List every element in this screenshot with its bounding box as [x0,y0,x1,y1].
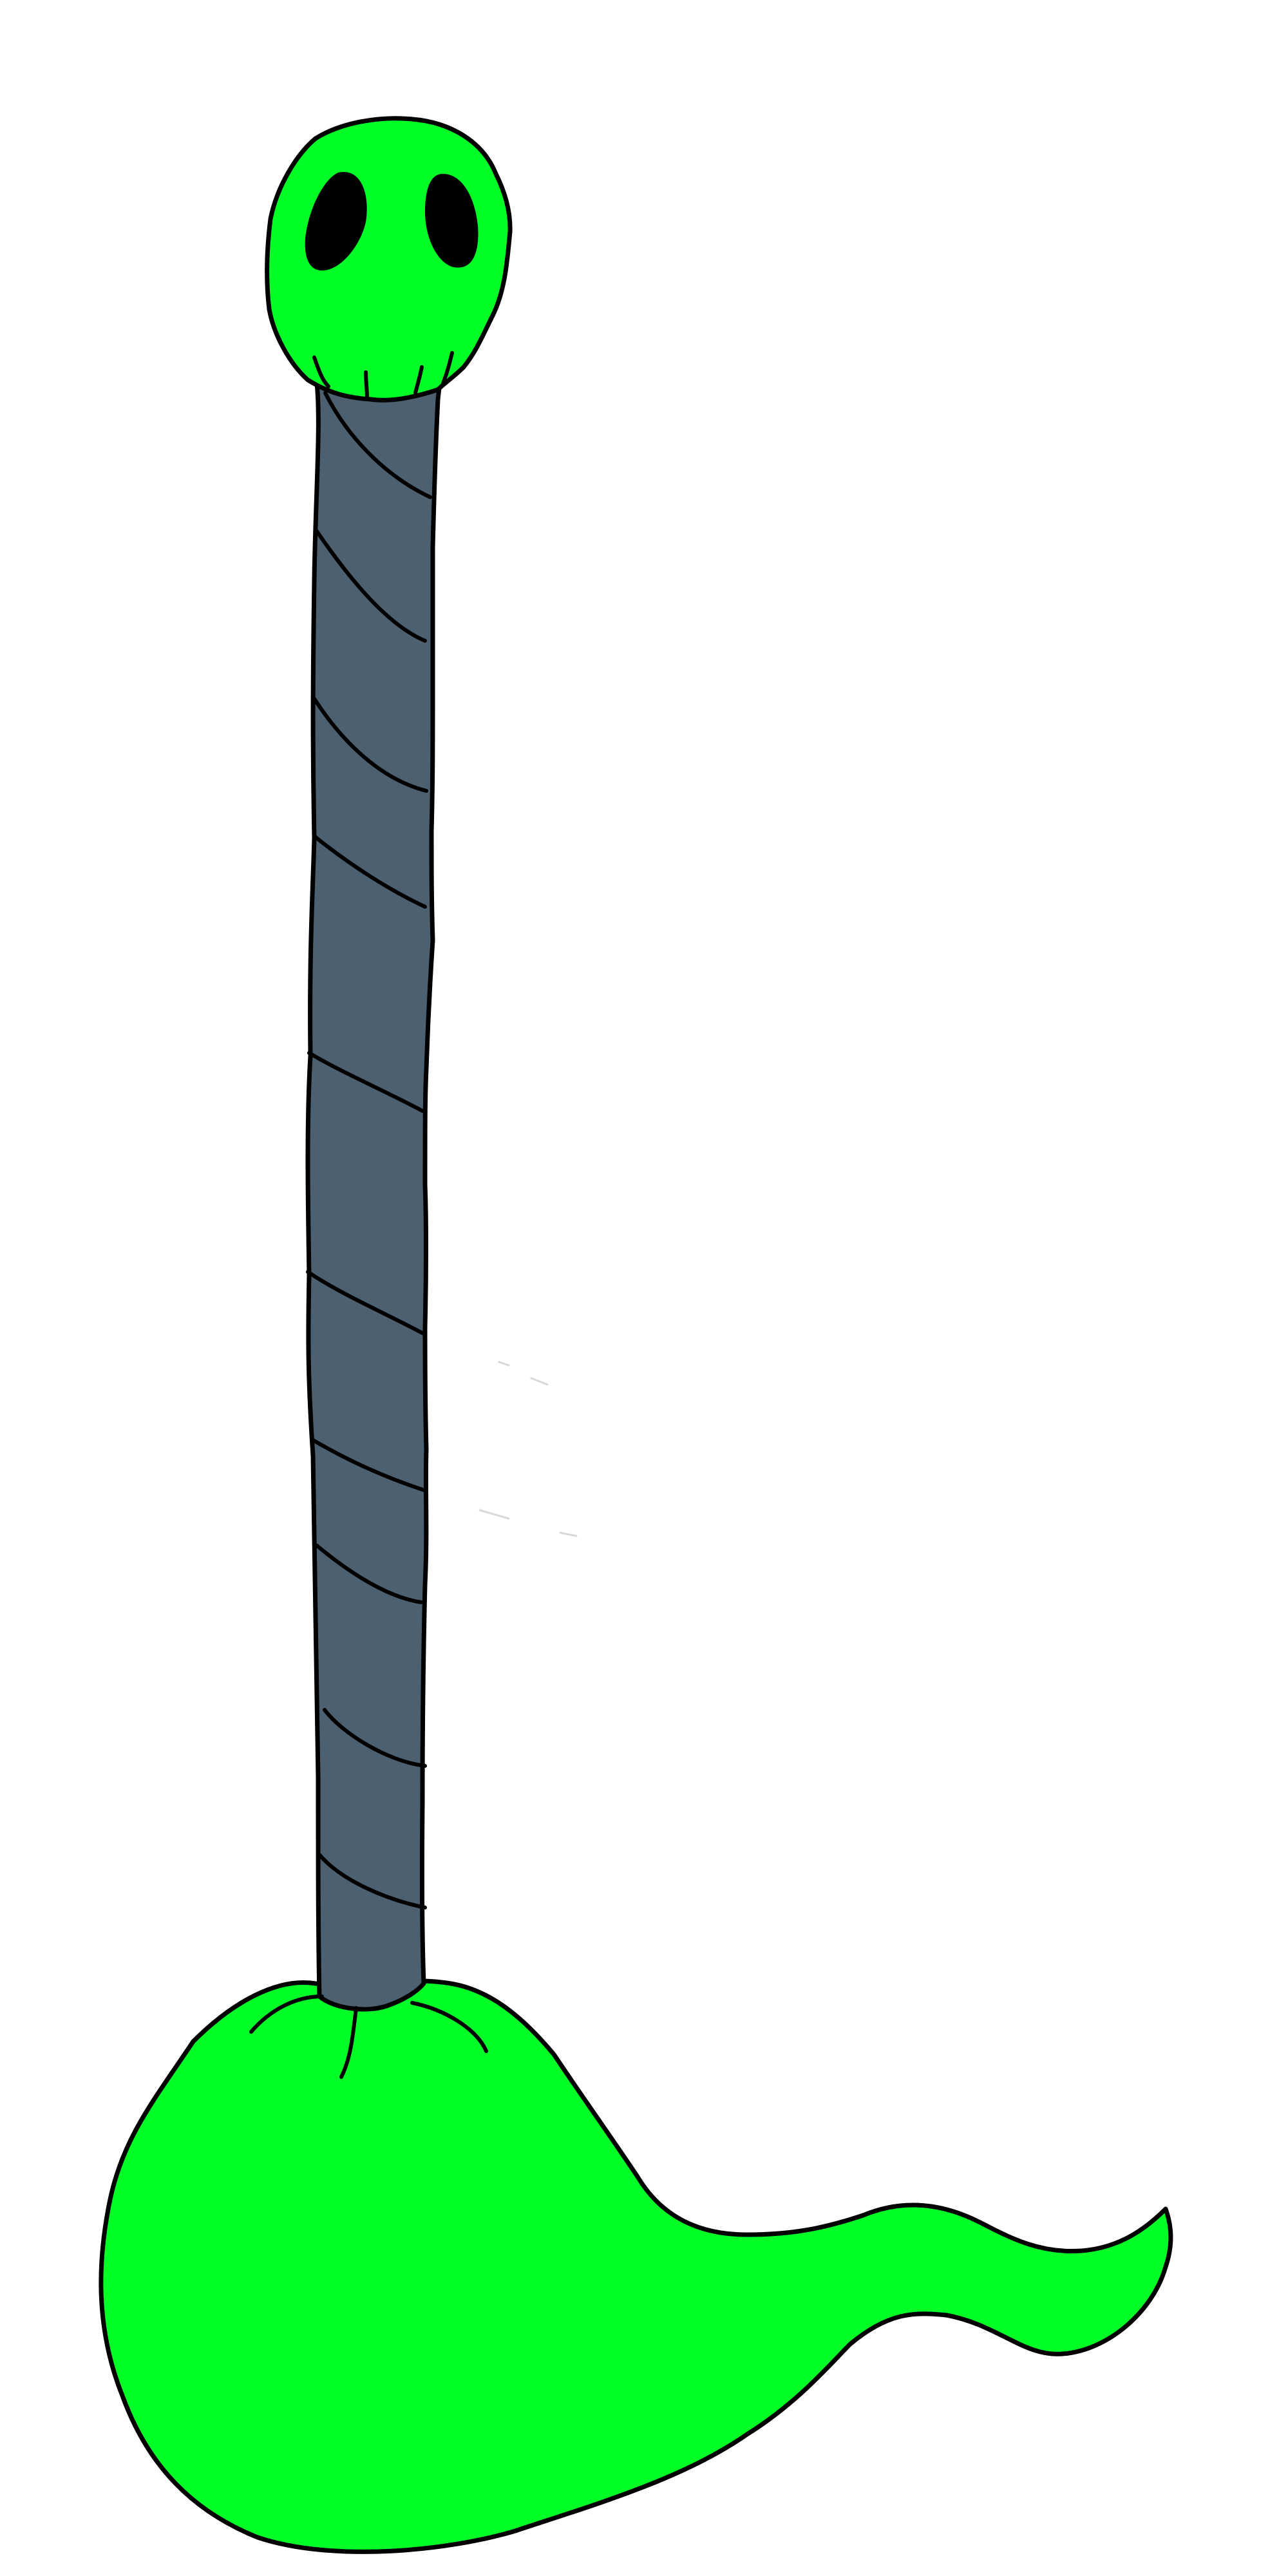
stripe [317,1853,427,1909]
tooth-line [364,370,369,400]
skull-head [265,116,513,402]
stripe [310,1437,428,1493]
tooth-line [441,351,454,385]
stripe [315,529,427,643]
eye-right-icon [425,173,478,268]
stripe [312,697,428,793]
tooth-line [312,355,330,388]
stalk-stripes [306,391,432,1909]
root-line [249,1994,324,2034]
stripe [306,1270,424,1335]
green-creature-figure [99,116,1173,2554]
stray-mark [530,1377,549,1386]
tooth-line [413,365,424,395]
root-line [339,2006,358,2079]
stripe [314,835,427,909]
stray-mark [498,1361,510,1367]
stripe [307,1051,424,1113]
stripe [323,391,432,499]
root-line [410,2001,488,2053]
stray-mark [559,1531,578,1537]
stripe [323,1708,427,1768]
stripe [315,1544,423,1604]
base-roots [249,1994,488,2079]
eye-left-icon [305,171,367,270]
teeth [312,351,454,400]
blob-base [99,1978,1173,2554]
stray-mark [478,1509,510,1520]
stray-marks [478,1361,578,1537]
